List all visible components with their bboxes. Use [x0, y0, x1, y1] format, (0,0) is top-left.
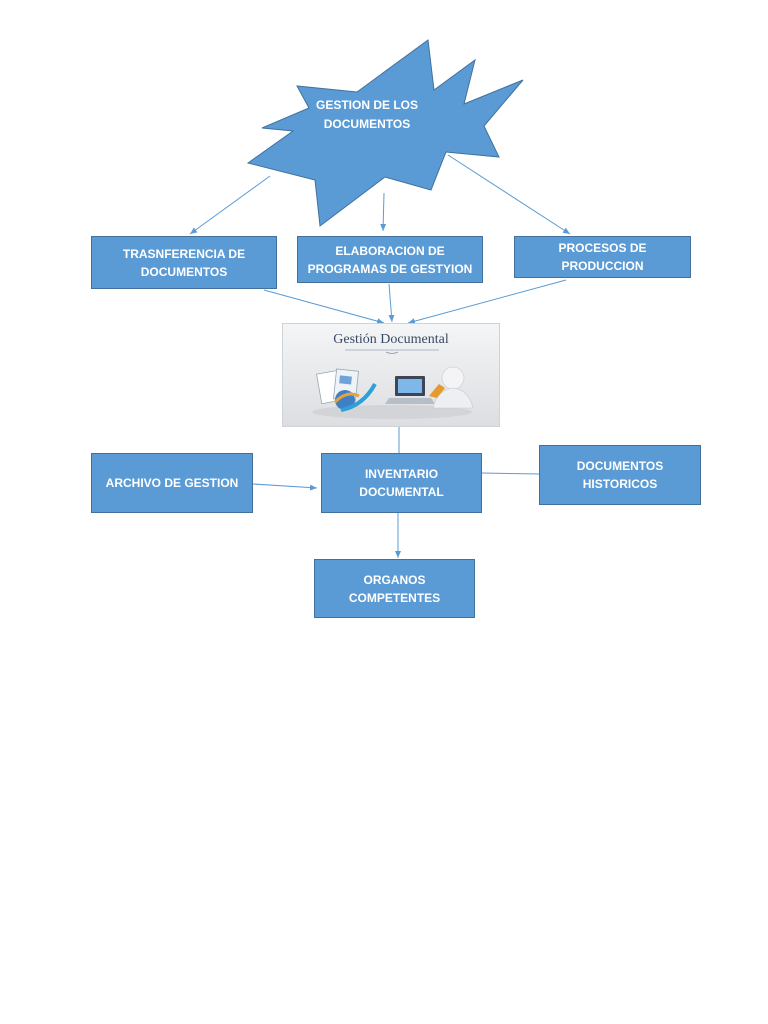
arrow-elaboracion-to-card	[388, 283, 395, 323]
gestion-documental-image: Gestión Documental	[282, 323, 500, 427]
gestion-documental-illustration	[312, 349, 474, 419]
node-procesos-label: PROCESOS DE PRODUCCION	[558, 241, 647, 273]
node-historicos: DOCUMENTOS HISTORICOS	[539, 445, 701, 505]
node-organos: ORGANOS COMPETENTES	[314, 559, 475, 618]
node-transferencia: TRASNFERENCIA DE DOCUMENTOS	[91, 236, 277, 289]
arrow-burst-to-transferencia	[189, 175, 271, 235]
arrow-procesos-to-card	[407, 279, 567, 325]
node-procesos: PROCESOS DE PRODUCCION	[514, 236, 691, 278]
line-inventario-to-historicos	[481, 472, 541, 475]
node-organos-label: ORGANOS COMPETENTES	[348, 572, 441, 605]
arrow-transferencia-to-card	[263, 289, 385, 325]
node-historicos-label: DOCUMENTOS HISTORICOS	[576, 459, 664, 491]
node-inventario-label: INVENTARIO DOCUMENTAL	[359, 467, 444, 499]
node-transferencia-label: TRASNFERENCIA DE DOCUMENTOS	[122, 246, 246, 279]
arrow-burst-to-elaboracion	[380, 192, 387, 232]
gestion-documental-title: Gestión Documental	[333, 332, 449, 347]
node-inventario: INVENTARIO DOCUMENTAL	[321, 453, 482, 513]
arrow-archivo-to-inventario	[252, 483, 318, 491]
node-archivo-label: ARCHIVO DE GESTION	[105, 476, 239, 490]
arrow-burst-to-procesos	[447, 154, 571, 235]
burst-label: GESTION DE LOS DOCUMENTOS	[315, 98, 418, 131]
node-elaboracion: ELABORACION DE PROGRAMAS DE GESTYION	[297, 236, 483, 283]
node-elaboracion-label: ELABORACION DE PROGRAMAS DE GESTYION	[307, 243, 473, 276]
node-archivo: ARCHIVO DE GESTION	[91, 453, 253, 513]
